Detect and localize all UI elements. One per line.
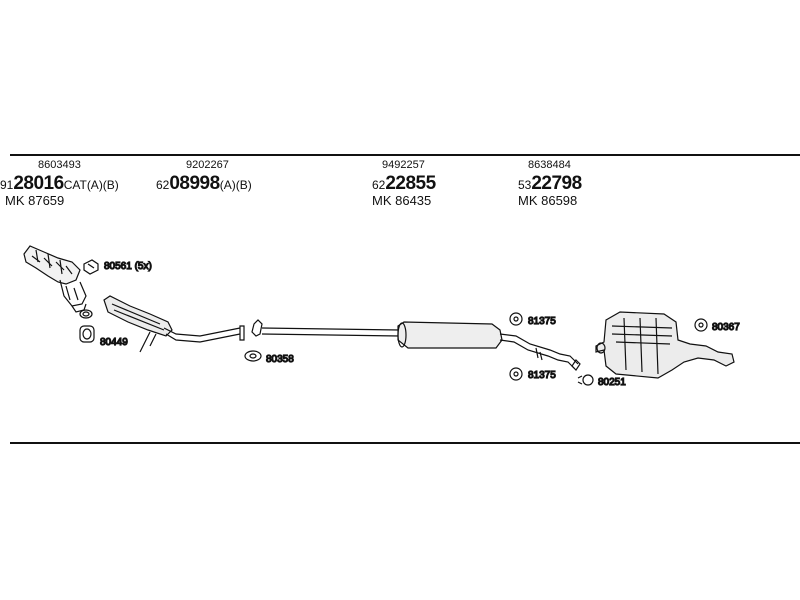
- part-group-rear-silencer: 8638484: [528, 159, 571, 172]
- rubber-mount-upper-drawing: [509, 312, 523, 326]
- rubber-mount-lower-drawing: [509, 367, 523, 381]
- callout-80561: 80561 (5x): [104, 261, 152, 272]
- rear-silencer-drawing: [595, 311, 735, 379]
- part-ref-number: 8603493: [38, 159, 81, 171]
- mk-number: MK 86598: [518, 192, 578, 208]
- clamp-80367-drawing: [694, 318, 708, 332]
- middle-silencer-drawing: [397, 321, 581, 371]
- callout-80251: 80251: [598, 377, 626, 388]
- top-divider-line: [10, 154, 800, 156]
- manifold-gasket-drawing: [79, 309, 93, 319]
- clamp-80251-drawing: [577, 374, 594, 386]
- mk-number: MK 86435: [372, 192, 432, 208]
- part-main-number: 6222855: [372, 173, 436, 194]
- callout-81375-upper: 81375: [528, 316, 556, 327]
- part-ref-number: 9202267: [186, 159, 229, 171]
- part-group-rear-silencer-main: 5322798 MK 86598: [518, 174, 582, 208]
- part-group-manifold-main: 9128016CAT(A)(B) MK 87659: [0, 174, 119, 208]
- part-ref-number: 9492257: [382, 159, 425, 171]
- part-main-number: 5322798: [518, 173, 582, 194]
- bottom-divider-line: [10, 442, 800, 444]
- callout-80449: 80449: [100, 337, 128, 348]
- part-group-middle-silencer: 9492257: [382, 159, 425, 172]
- part-main-number: 6208998(A)(B): [156, 173, 252, 194]
- part-group-front-pipe-main: 6208998(A)(B): [156, 174, 252, 194]
- flange-gasket-drawing: [79, 325, 95, 343]
- part-group-middle-silencer-main: 6222855 MK 86435: [372, 174, 436, 208]
- part-group-front-pipe: 9202267: [186, 159, 229, 172]
- catalytic-converter-drawing: [103, 295, 245, 353]
- exhaust-manifold-drawing: [23, 245, 87, 313]
- mk-number: MK 87659: [5, 192, 65, 208]
- intermediate-pipe-drawing: [251, 319, 401, 337]
- part-main-number: 9128016CAT(A)(B): [0, 173, 119, 194]
- bolt-set-80561-drawing: [83, 259, 99, 275]
- callout-81375-lower: 81375: [528, 370, 556, 381]
- gasket-80358-drawing: [244, 350, 262, 362]
- part-group-manifold: 8603493: [38, 159, 81, 172]
- part-ref-number: 8638484: [528, 159, 571, 171]
- callout-80358: 80358: [266, 354, 294, 365]
- callout-80367: 80367: [712, 322, 740, 333]
